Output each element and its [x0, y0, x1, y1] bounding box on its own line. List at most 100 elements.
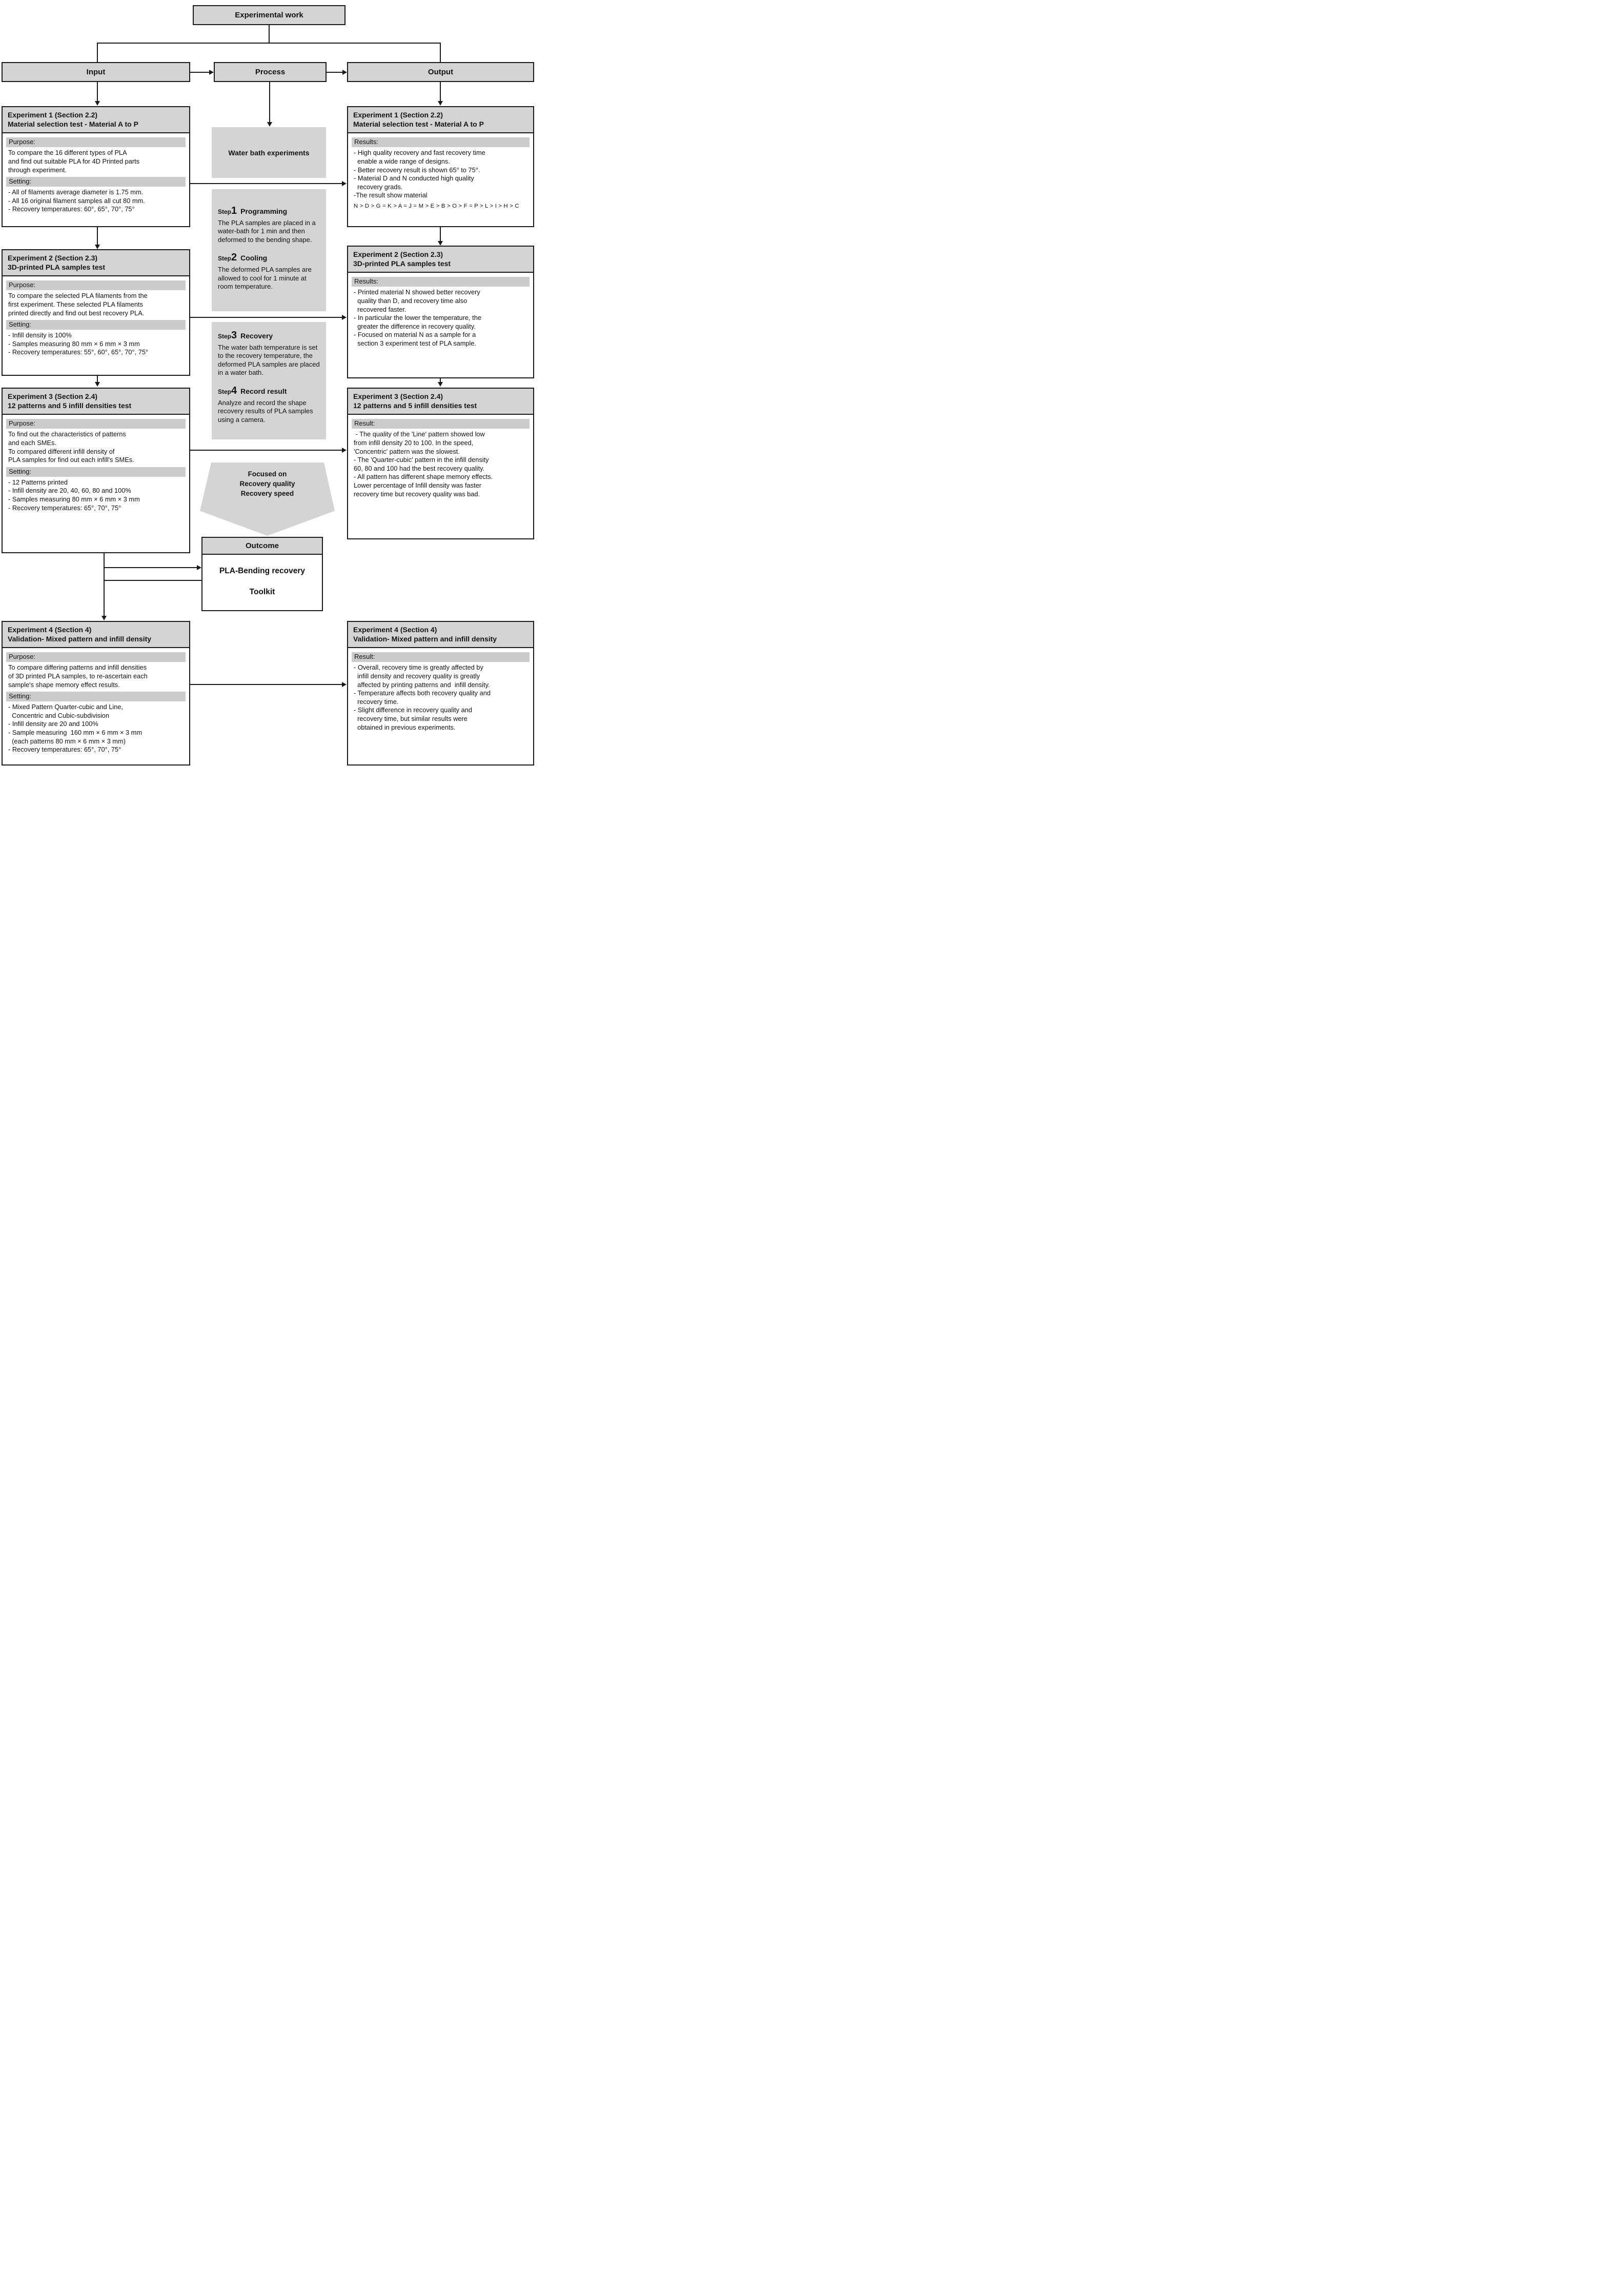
text-line: 60, 80 and 100 had the best recovery qua…	[354, 464, 485, 472]
text-line: - Samples measuring 80 mm × 6 mm × 3 mm	[8, 495, 140, 503]
results-label: Results:	[352, 137, 530, 148]
process-header-label: Process	[255, 68, 286, 76]
text-line: To find out the characteristics of patte…	[8, 430, 126, 438]
focus-line-1: Focused on	[248, 470, 287, 478]
step-4-number: 4	[231, 385, 237, 397]
output-exp4-panel: Experiment 4 (Section 4) Validation- Mix…	[347, 621, 534, 766]
connector-outcome-to-exp4-branch	[104, 580, 201, 581]
purpose-label: Purpose:	[6, 419, 186, 429]
outcome-line-2: Toolkit	[249, 588, 275, 596]
arrowhead-exp4-to-results4	[342, 682, 347, 687]
text-line: enable a wide range of designs.	[354, 157, 450, 165]
connector-exp2-to-exp3	[97, 376, 98, 383]
input-exp2-panel: Experiment 2 (Section 2.3) 3D-printed PL…	[2, 249, 190, 376]
arrowhead-output-to-exp1	[438, 101, 443, 106]
text-line: and each SMEs.	[8, 438, 56, 447]
purpose-label: Purpose:	[6, 137, 186, 148]
input-exp4-setting: - Mixed Pattern Quarter-cubic and Line, …	[6, 703, 186, 754]
text-line: To compare differing patterns and infill…	[8, 663, 147, 672]
input-exp2-header: Experiment 2 (Section 2.3) 3D-printed PL…	[3, 250, 189, 277]
input-exp4-header-line2: Validation- Mixed pattern and infill den…	[8, 635, 152, 643]
text-line: Concentric and Cubic-subdivision	[8, 711, 110, 719]
water-bath-label: Water bath experiments	[228, 148, 310, 157]
input-exp4-header-line1: Experiment 4 (Section 4)	[8, 626, 92, 634]
text-line: - Printed material N showed better recov…	[354, 288, 480, 296]
experimental-work-box: Experimental work	[193, 5, 345, 25]
step-1-number: 1	[231, 205, 237, 216]
arrow-exp2-to-results2	[190, 317, 342, 318]
text-line: quality than D, and recovery time also	[354, 296, 467, 305]
output-exp1-header-line2: Material selection test - Material A to …	[353, 120, 484, 129]
input-exp1-header: Experiment 1 (Section 2.2) Material sele…	[3, 107, 189, 134]
output-exp1-header-line1: Experiment 1 (Section 2.2)	[353, 111, 443, 119]
text-line: - Infill density are 20 and 100%	[8, 720, 98, 728]
arrow-exp3-to-results3	[190, 450, 342, 451]
arrowhead-exp3-to-outcome	[197, 565, 201, 570]
setting-label: Setting:	[6, 177, 186, 187]
water-bath-box: Water bath experiments	[212, 127, 326, 178]
arrowhead-exp3-to-results3	[342, 448, 347, 453]
output-exp4-header-line2: Validation- Mixed pattern and infill den…	[353, 635, 497, 643]
text-line: through experiment.	[8, 166, 67, 174]
input-exp4-header: Experiment 4 (Section 4) Validation- Mix…	[3, 622, 189, 649]
connector-title-to-split	[269, 25, 270, 43]
connector-exp3-to-exp4	[104, 553, 105, 619]
output-exp4-header-line1: Experiment 4 (Section 4)	[353, 626, 437, 634]
arrow-exp1-to-results1	[190, 183, 342, 184]
text-line: PLA samples for find out each infill's S…	[8, 456, 134, 464]
text-line: - Recovery temperatures: 65°, 70°, 75°	[8, 746, 121, 754]
step-3-text: The water bath temperature is set to the…	[218, 343, 320, 377]
text-line: printed directly and find out best recov…	[8, 309, 145, 317]
text-line: obtained in previous experiments.	[354, 723, 456, 731]
text-line: To compare the 16 different types of PLA	[8, 149, 127, 157]
arrowhead-process-to-output	[342, 70, 347, 75]
text-line: section 3 experiment test of PLA sample.	[354, 339, 477, 348]
experimental-work-label: Experimental work	[235, 11, 303, 19]
arrowhead-results1-to-results2	[438, 241, 443, 246]
setting-label: Setting:	[6, 467, 186, 477]
connector-split-to-output	[440, 43, 441, 63]
input-exp3-header-line2: 12 patterns and 5 infill densities test	[8, 401, 132, 410]
outcome-line-1: PLA-Bending recovery	[219, 567, 306, 575]
output-exp3-results: - The quality of the 'Line' pattern show…	[351, 430, 530, 498]
output-exp2-header-line1: Experiment 2 (Section 2.3)	[353, 250, 443, 258]
input-exp1-purpose: To compare the 16 different types of PLA…	[6, 149, 186, 174]
arrowhead-exp2-to-exp3	[95, 382, 100, 387]
output-exp2-body: Results: - Printed material N showed bet…	[348, 273, 533, 351]
text-line: - Samples measuring 80 mm × 6 mm × 3 mm	[8, 339, 140, 348]
connector-results2-to-results3	[440, 378, 441, 383]
text-line: - Slight difference in recovery quality …	[354, 706, 472, 714]
input-exp4-panel: Experiment 4 (Section 4) Validation- Mix…	[2, 621, 190, 766]
process-header-box: Process	[214, 62, 327, 82]
text-line: - Focused on material N as a sample for …	[354, 331, 476, 339]
input-exp1-header-line2: Material selection test - Material A to …	[8, 120, 138, 129]
text-line: To compared different infill density of	[8, 447, 115, 455]
output-exp1-results: - High quality recovery and fast recover…	[351, 149, 530, 200]
text-line: of 3D printed PLA samples, to re-ascerta…	[8, 672, 148, 680]
output-exp2-results: - Printed material N showed better recov…	[351, 288, 530, 348]
split-line	[97, 43, 441, 44]
output-exp2-panel: Experiment 2 (Section 2.3) 3D-printed PL…	[347, 246, 534, 378]
arrow-input-to-process	[190, 72, 210, 73]
text-line: greater the difference in recovery quali…	[354, 322, 476, 330]
arrowhead-input-to-exp1	[95, 101, 100, 106]
text-line: - All pattern has different shape memory…	[354, 473, 493, 481]
outcome-box: Outcome PLA-Bending recovery Toolkit	[201, 537, 323, 611]
purpose-label: Purpose:	[6, 280, 186, 291]
arrow-process-to-output	[327, 72, 343, 73]
step-1-text: The PLA samples are placed in a water-ba…	[218, 218, 316, 244]
step-2-prefix: Step	[218, 255, 232, 263]
focus-line-2: Recovery quality	[239, 479, 295, 488]
arrowhead-process-to-waterbath	[267, 122, 272, 127]
flowchart-page: Experimental work Input Process Output E…	[0, 0, 535, 767]
output-exp3-header-line2: 12 patterns and 5 infill densities test	[353, 401, 477, 410]
text-line: recovery grads.	[354, 183, 403, 191]
input-exp1-header-line1: Experiment 1 (Section 2.2)	[8, 111, 98, 119]
